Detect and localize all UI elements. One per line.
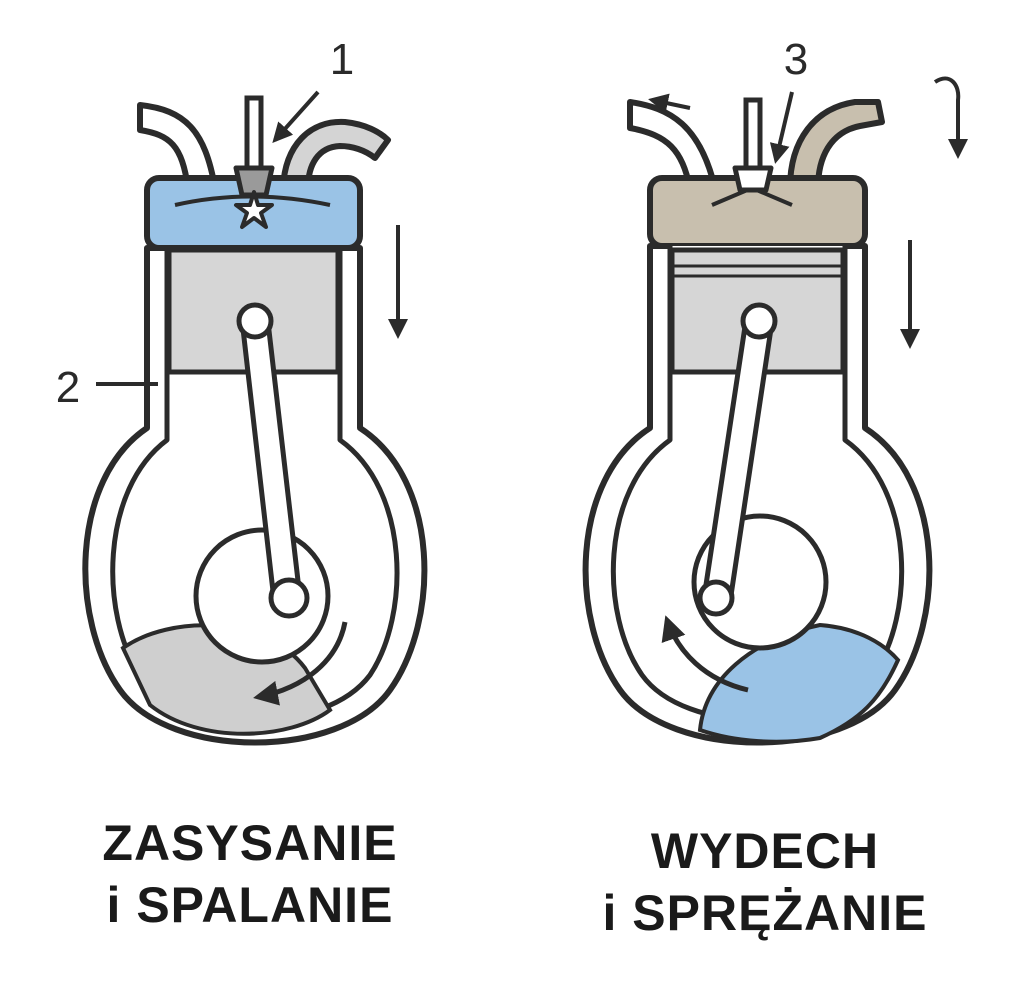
left-spark-plug [233,95,275,198]
caption-right-line-1: WYDECH [650,823,880,879]
caption-exhaust-compression: WYDECH i SPRĘŻANIE [555,820,975,944]
right-flow-arrow [648,93,691,114]
right-engine [582,76,968,746]
left-rotation-arrow [253,621,348,706]
right-oil-sump [697,622,901,744]
right-top-curved-arrow [933,76,968,159]
svg-text:1: 1 [330,35,354,84]
right-rotation-arrow [661,615,749,693]
callout-1: 1 [272,35,354,143]
svg-text:3: 3 [784,35,808,84]
right-wrist-pin [740,302,778,340]
left-crank-pin [268,577,310,619]
spark-icon [234,190,274,229]
right-crank-pin [697,579,735,617]
caption-left-line-1: ZASYSANIE [102,815,398,871]
left-exhaust-pipe [280,118,391,191]
left-engine [82,95,428,746]
caption-intake-combustion: ZASYSANIE i SPALANIE [40,812,460,936]
left-wrist-pin [236,302,274,340]
callout-2: 2 [56,363,158,412]
caption-left-line-2: i SPALANIE [106,877,394,933]
right-injector [732,97,774,193]
callout-3: 3 [769,35,808,164]
caption-right-line-2: i SPRĘŻANIE [602,885,928,941]
svg-text:2: 2 [56,363,80,412]
right-intake-pipe [787,99,885,191]
